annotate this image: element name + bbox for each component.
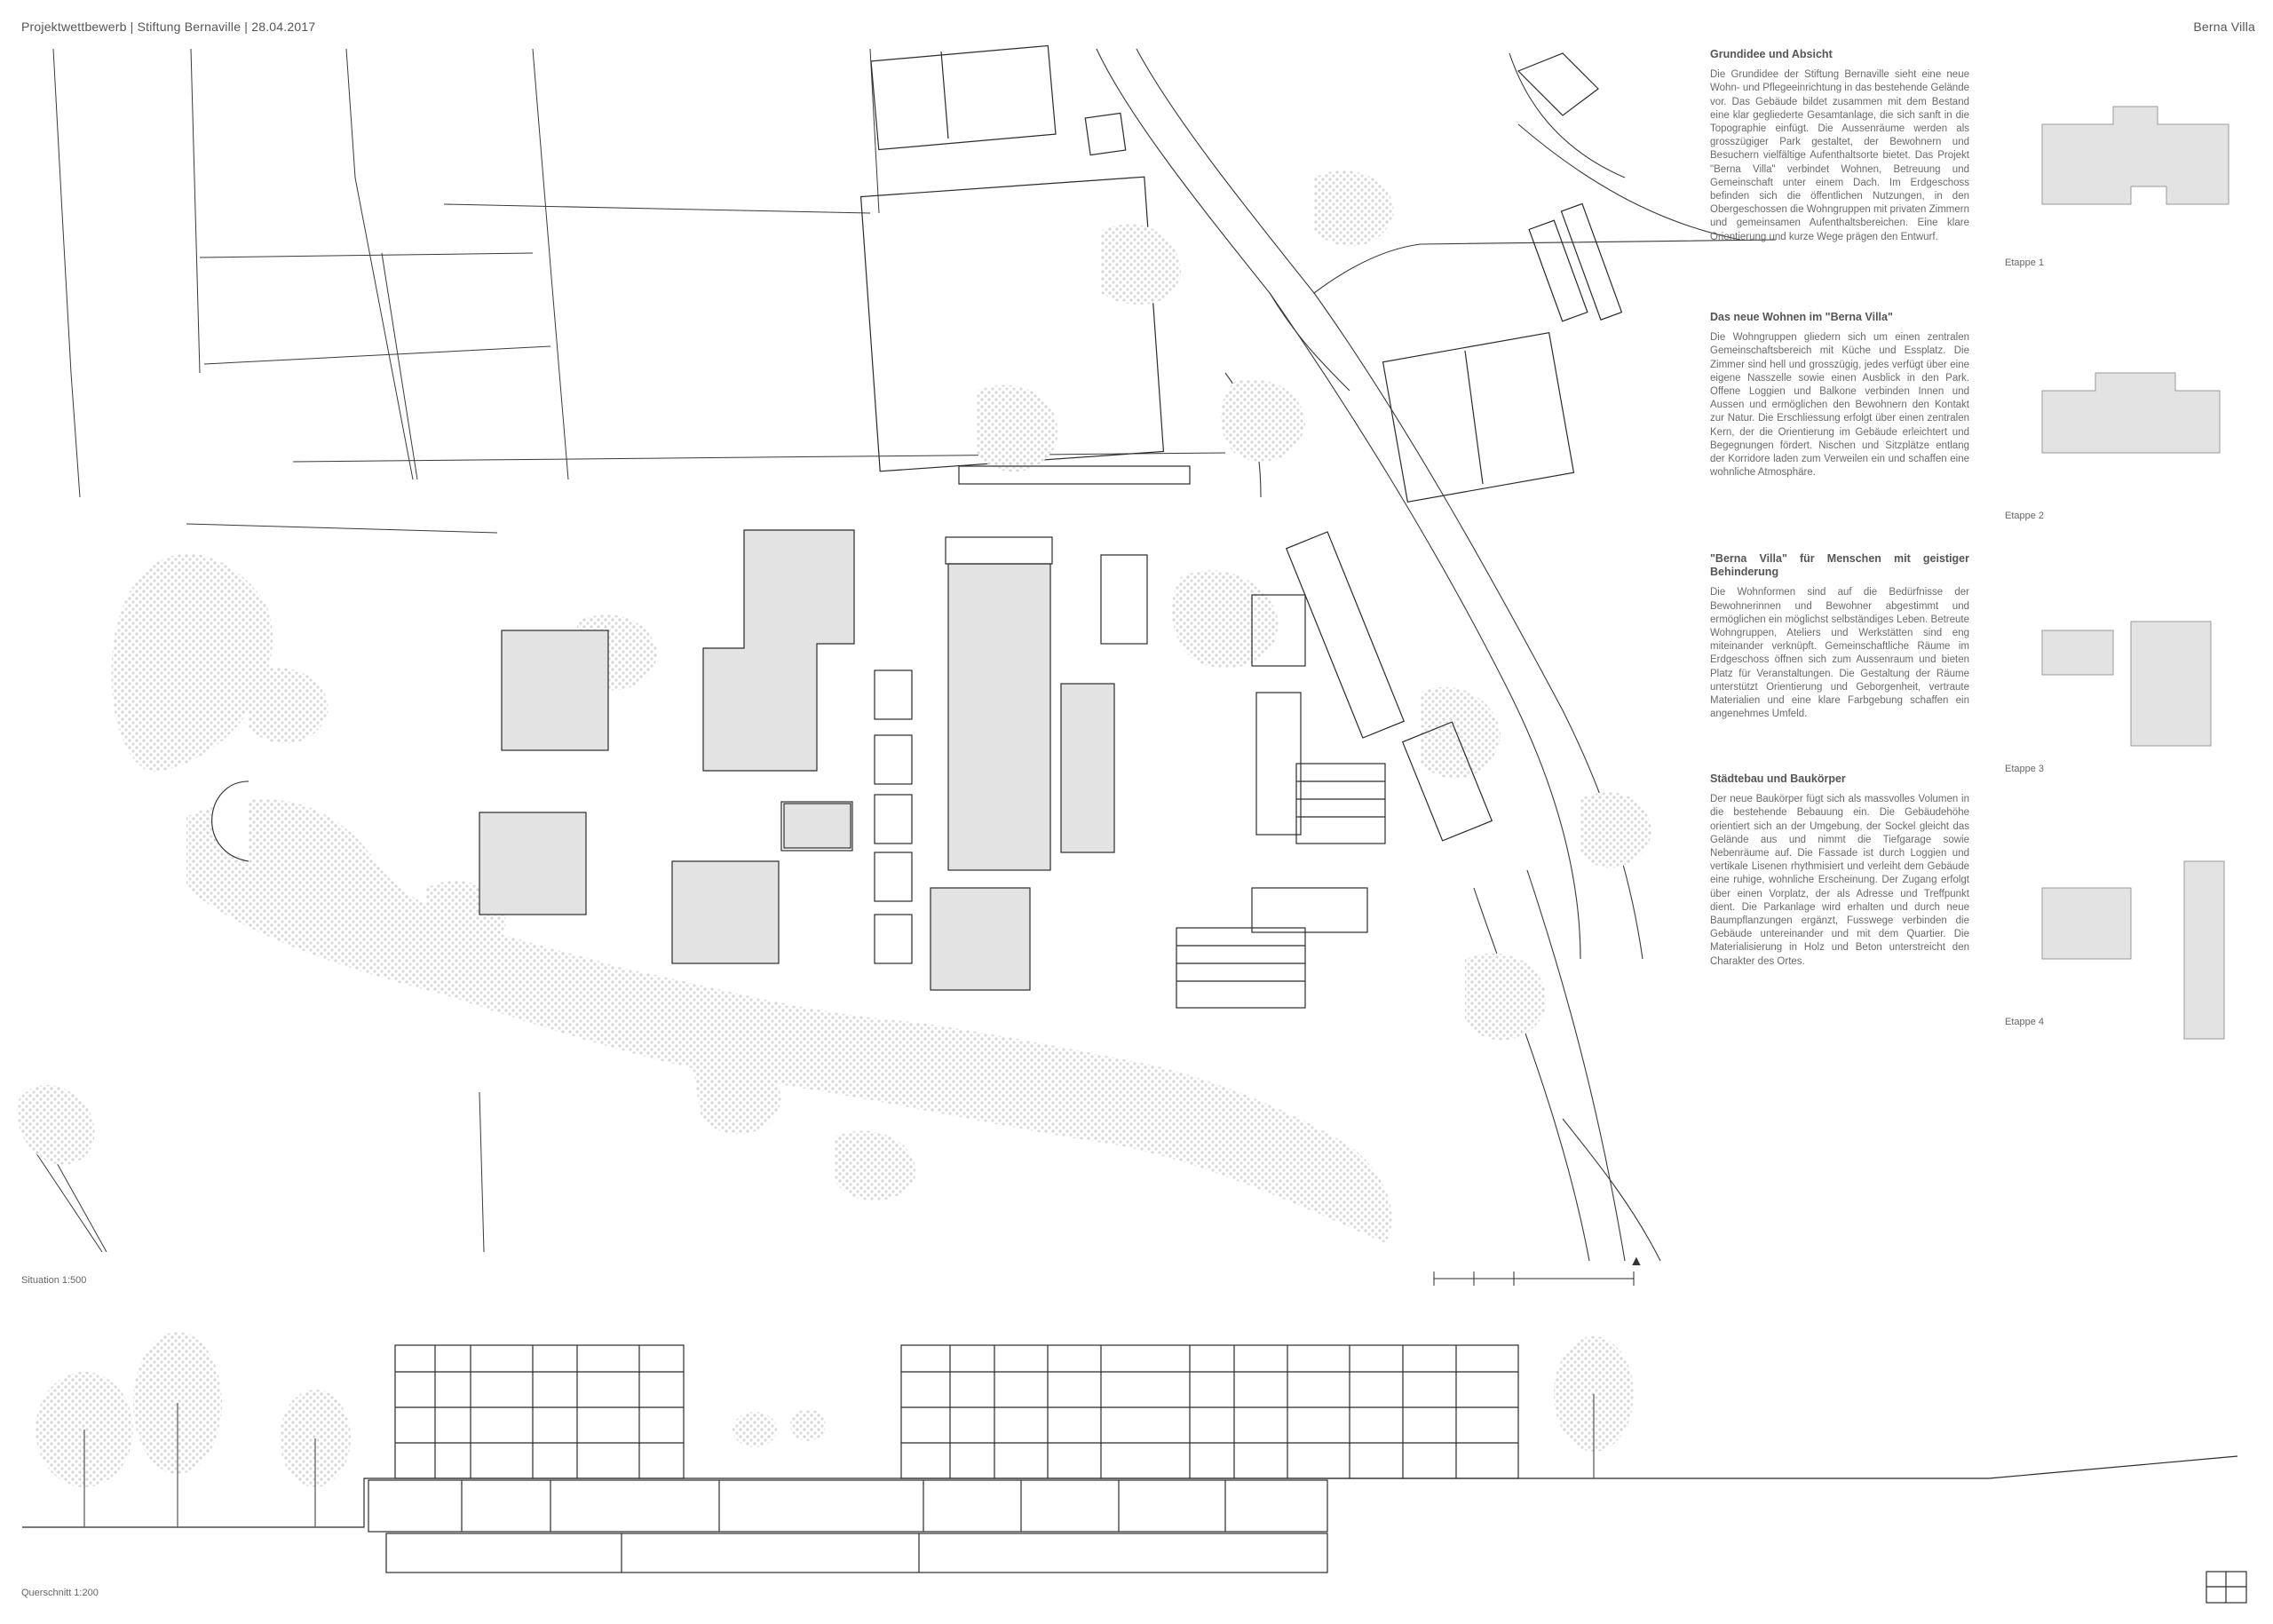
section-4-body: Der neue Baukörper fügt sich als massvol… [1710, 794, 1969, 967]
plan-label-1: Etappe 1 [2005, 257, 2045, 268]
property-lines [21, 48, 1226, 1253]
header-project-name: Berna Villa [2193, 20, 2255, 34]
roundabout [211, 780, 249, 862]
tree-areas [17, 170, 1651, 1243]
section-1-title: Grundidee und Absicht [1710, 48, 1833, 60]
section-2-title: Das neue Wohnen im "Berna Villa" [1710, 311, 1893, 323]
site-plan-label: Situation 1:500 [21, 1275, 87, 1286]
section-2-body: Die Wohngruppen gliedern sich um einen z… [1710, 332, 1969, 479]
header-project-title: Projektwettbewerb | Stiftung Bernaville … [21, 20, 316, 34]
plan-label-3: Etappe 3 [2005, 764, 2045, 774]
section-3-body: Die Wohnformen sind auf die Bedürfnisse … [1710, 587, 1969, 720]
section-label: Querschnitt 1:200 [21, 1588, 99, 1598]
site-scale-bar [1433, 1271, 1635, 1286]
text-section-2: Das neue Wohnen im "Berna Villa" Die Woh… [1710, 311, 1969, 479]
outlined-buildings [780, 52, 1623, 1009]
text-section-3: "Berna Villa" für Menschen mit geistiger… [1710, 552, 1969, 721]
text-section-4: Städtebau und Baukörper Der neue Baukörp… [1710, 772, 1969, 969]
text-section-1: Grundidee und Absicht Die Grundidee der … [1710, 48, 1969, 244]
plan-label-2: Etappe 2 [2005, 511, 2045, 521]
section-3-title: "Berna Villa" für Menschen mit geistiger… [1710, 552, 1969, 579]
existing-buildings [479, 529, 1115, 991]
section-1-body: Die Grundidee der Stiftung Bernaville si… [1710, 69, 1969, 242]
section-4-title: Städtebau und Baukörper [1710, 772, 1846, 785]
north-arrow-icon: ▲ [1629, 1254, 1643, 1269]
sport-courts [859, 44, 1575, 503]
plan-label-4: Etappe 4 [2005, 1017, 2045, 1027]
